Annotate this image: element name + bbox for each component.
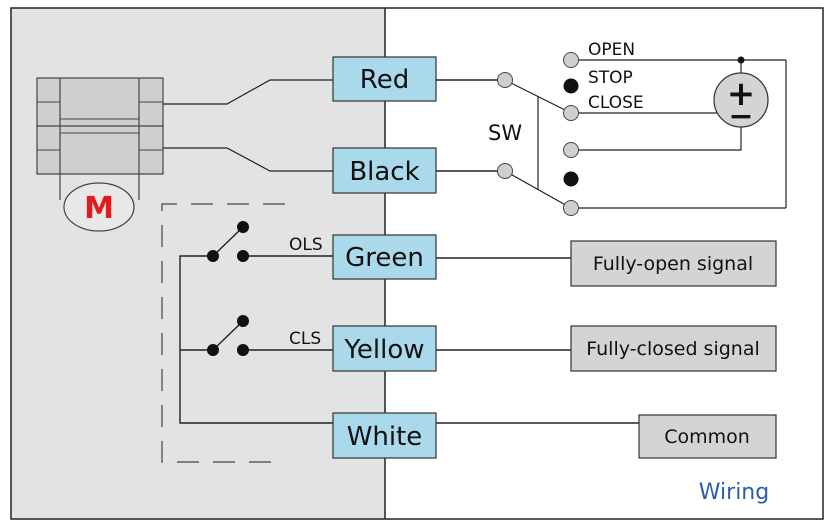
motor-icon: M — [63, 182, 135, 232]
dc-power-source-icon: + − — [713, 72, 769, 134]
power-junction-dot — [737, 56, 745, 64]
terminal-green: Green — [332, 234, 437, 280]
ols-label: OLS — [289, 235, 323, 255]
signal-fully-open: Fully-open signal — [570, 240, 777, 287]
wiring-caption: Wiring — [699, 480, 769, 505]
selector-position-open: OPEN — [588, 40, 635, 60]
actuator-leads — [163, 79, 333, 172]
sw-label: SW — [488, 121, 522, 145]
cls-label: CLS — [289, 329, 321, 349]
terminal-yellow: Yellow — [332, 325, 437, 372]
valve-actuator-icon — [36, 77, 164, 200]
terminal-white-label: White — [347, 422, 423, 452]
terminal-white: White — [332, 412, 437, 459]
terminal-wiring — [436, 79, 639, 424]
selector-switch-wiring — [504, 59, 787, 209]
signal-fully-closed-label: Fully-closed signal — [586, 338, 760, 360]
selector-position-close: CLOSE — [588, 93, 644, 113]
terminal-black: Black — [332, 147, 437, 194]
signal-common-label: Common — [664, 426, 750, 448]
limit-switch-wiring — [179, 226, 333, 424]
outer-frame — [10, 7, 824, 520]
signal-common: Common — [638, 414, 777, 459]
selector-switch-contacts — [497, 52, 579, 216]
limit-switch-contacts — [207, 221, 249, 356]
terminal-red-label: Red — [360, 65, 409, 95]
power-minus-sign: − — [728, 99, 753, 134]
limit-switch-enclosure — [161, 203, 285, 463]
terminal-green-label: Green — [345, 243, 424, 273]
signal-fully-open-label: Fully-open signal — [593, 253, 753, 275]
terminal-yellow-label: Yellow — [343, 335, 424, 365]
terminal-black-label: Black — [349, 157, 419, 187]
selector-position-stop: STOP — [588, 68, 633, 88]
signal-fully-closed: Fully-closed signal — [570, 325, 777, 372]
power-plus-sign: + — [727, 74, 756, 114]
motor-label: M — [84, 191, 114, 226]
terminal-red: Red — [332, 56, 437, 102]
